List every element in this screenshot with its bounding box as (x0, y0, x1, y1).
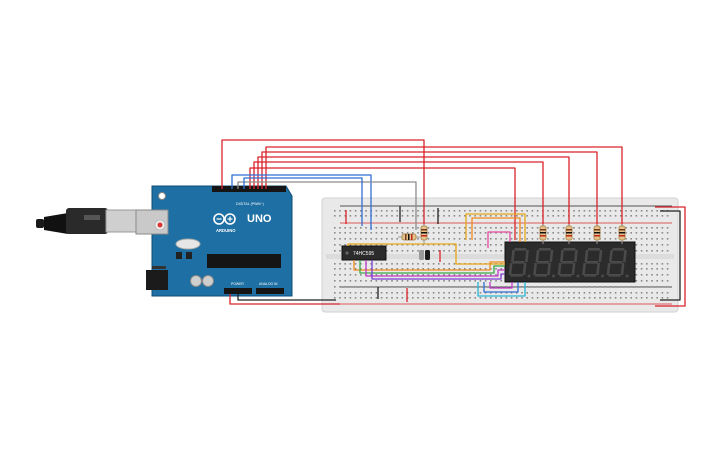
decimal-point (552, 274, 555, 278)
analog-header-label: ANALOG IN (259, 282, 278, 286)
arduino-logo-icon (213, 213, 236, 225)
wire-blue (231, 174, 372, 230)
mounting-hole-icon (158, 192, 166, 200)
wire-orange (353, 260, 505, 271)
wire-black (237, 294, 336, 301)
board-model-label: UNO (247, 213, 272, 225)
resistor-vertical[interactable] (539, 224, 547, 244)
usb-cable (36, 208, 137, 234)
digit-1 (508, 248, 531, 278)
resistors (398, 233, 420, 241)
wire-magenta (365, 260, 505, 277)
wire-gray (237, 181, 417, 230)
atmega-chip (207, 254, 281, 268)
wire-blue (483, 282, 519, 293)
wire-red (265, 146, 623, 226)
capacitor-2 (202, 275, 214, 287)
wire-yellow (347, 243, 505, 265)
wire-red (229, 294, 340, 305)
resistor-vertical[interactable] (593, 224, 601, 244)
decimal-point (527, 274, 531, 278)
analog-header (256, 288, 284, 294)
wire-blue (243, 177, 363, 226)
wire-pink (487, 231, 511, 248)
wire-black (660, 210, 681, 301)
wire-red (257, 156, 570, 226)
display-resistors (420, 224, 626, 244)
board-brand-label: ARDUINO (216, 228, 236, 233)
decimal-point (576, 274, 580, 278)
arduino-pcb (151, 185, 293, 297)
power-header (224, 288, 252, 294)
shift-register-chip[interactable]: 74HC595 (341, 245, 387, 261)
wire-red (221, 139, 425, 225)
breadboard-center-channel (326, 254, 674, 259)
reset-button-cap (157, 222, 163, 228)
shift-register-label: 74HC595 (353, 251, 374, 257)
decimal-point (601, 274, 604, 278)
decimal-point (625, 274, 629, 278)
resistor-vertical[interactable] (420, 224, 428, 244)
wire-cyan (477, 282, 526, 297)
breadboard-jumpers (345, 206, 441, 302)
power-header-label: POWER (231, 282, 244, 286)
ceramic-capacitor (419, 250, 430, 260)
resistor-horizontal[interactable] (398, 233, 420, 241)
display-digits (508, 248, 629, 278)
digital-header-label: DIGITAL (PWM~) (236, 202, 264, 206)
crystal-oscillator (175, 238, 201, 250)
power-jack (146, 270, 168, 290)
wire-red (655, 206, 686, 307)
arduino-uno-board[interactable]: DIGITAL (PWM~) UNO ARDUINO POWER ANALOG … (135, 185, 293, 297)
capacitor-1 (190, 275, 202, 287)
digit-2 (533, 248, 555, 278)
digit-5 (606, 248, 629, 278)
wire-yellow (465, 213, 526, 242)
wires (221, 139, 686, 307)
wire-purple (371, 260, 505, 280)
digital-header (212, 186, 286, 192)
wire-green (359, 260, 505, 274)
digit-4 (582, 248, 604, 278)
wire-magenta (489, 282, 513, 289)
wire-red (261, 151, 598, 226)
resistor-vertical[interactable] (565, 224, 573, 244)
resistor-vertical[interactable] (618, 224, 626, 244)
seven-segment-display[interactable] (504, 241, 636, 283)
digit-3 (557, 248, 580, 278)
wire-orange (471, 217, 521, 242)
